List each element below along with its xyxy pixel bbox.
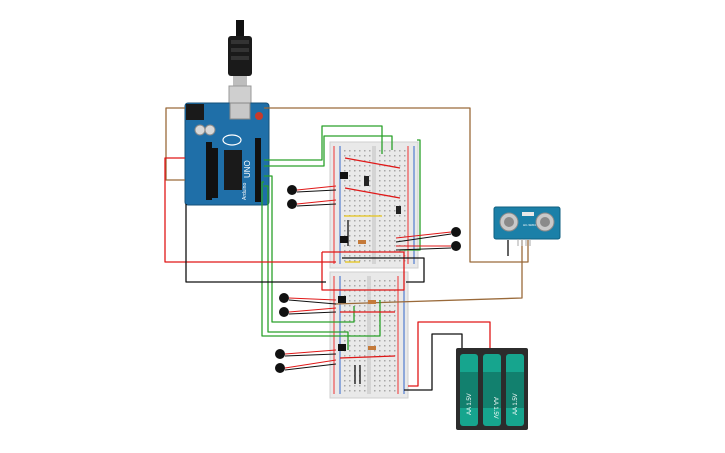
breadboard-bottom[interactable] [329,271,409,399]
svg-text:AA 1.5V: AA 1.5V [513,393,519,415]
motor-disc-4 [395,241,461,251]
motor-discs[interactable] [275,185,461,373]
transistor-4 [338,344,346,351]
motor-disc-5 [279,293,337,305]
wire-green-2[interactable] [264,135,393,167]
wire-brown-left[interactable] [165,107,185,181]
motor-disc-2 [287,199,337,209]
wire-red-bottom-2[interactable] [339,355,396,359]
usb-cable[interactable] [228,20,252,109]
motor-disc-7 [275,349,337,359]
wire-brown-sensor-1[interactable] [264,107,529,263]
reset-button[interactable] [255,112,263,120]
wire-black-battery[interactable] [404,333,463,391]
resistor-2 [368,300,376,304]
battery-cell-1: AA 1.5V [460,354,478,426]
header-power [206,142,212,200]
ultrasonic-sensor[interactable]: HC-SR04 [493,206,561,246]
wire-black-gnd[interactable] [185,204,326,283]
infinity-logo-icon [222,134,242,146]
power-jack [186,104,204,120]
wire-red-loop[interactable] [321,251,405,291]
motor-disc-6 [279,307,337,317]
wire-brown-sensor-2[interactable] [334,240,523,305]
svg-text:AA 1.5V: AA 1.5V [492,397,498,419]
atmega-chip [224,150,242,190]
header-digital [255,138,261,202]
board-name-label: Arduino [242,183,248,200]
sensor-label: HC-SR04 [523,223,536,227]
wire-green-1[interactable] [264,125,383,161]
wire-green-3[interactable] [264,175,355,323]
transistor-1 [340,172,348,179]
wire-green-4[interactable] [264,185,349,350]
wire-red-battery[interactable] [408,321,491,387]
breadboard-components [338,172,401,351]
wire-black-top[interactable] [342,257,425,283]
battery-cell-3: AA 1.5V [506,354,524,426]
wire-red-main[interactable] [164,157,336,263]
wire-red-top-2[interactable] [344,187,401,199]
transistor-3 [338,296,346,303]
wire-green-6[interactable] [400,139,421,251]
svg-text:AA 1.5V: AA 1.5V [467,393,473,415]
transistor-2 [340,236,348,243]
resistor-3 [368,346,376,350]
arduino-uno-board[interactable]: UNO Arduino [184,102,270,206]
header-analog [212,148,218,198]
motor-disc-8 [275,359,337,373]
resistor-1 [358,240,366,244]
battery-pack[interactable]: AA 1.5V AA 1.5V AA 1.5V [456,348,528,430]
battery-cell-2: AA 1.5V [483,354,501,426]
breadboard-holes [344,150,406,392]
motor-disc-3 [395,227,461,243]
board-model-label: UNO [243,160,252,178]
wire-red-top[interactable] [344,157,401,169]
wire-green-5[interactable] [261,181,381,337]
motor-disc-1 [287,185,337,195]
